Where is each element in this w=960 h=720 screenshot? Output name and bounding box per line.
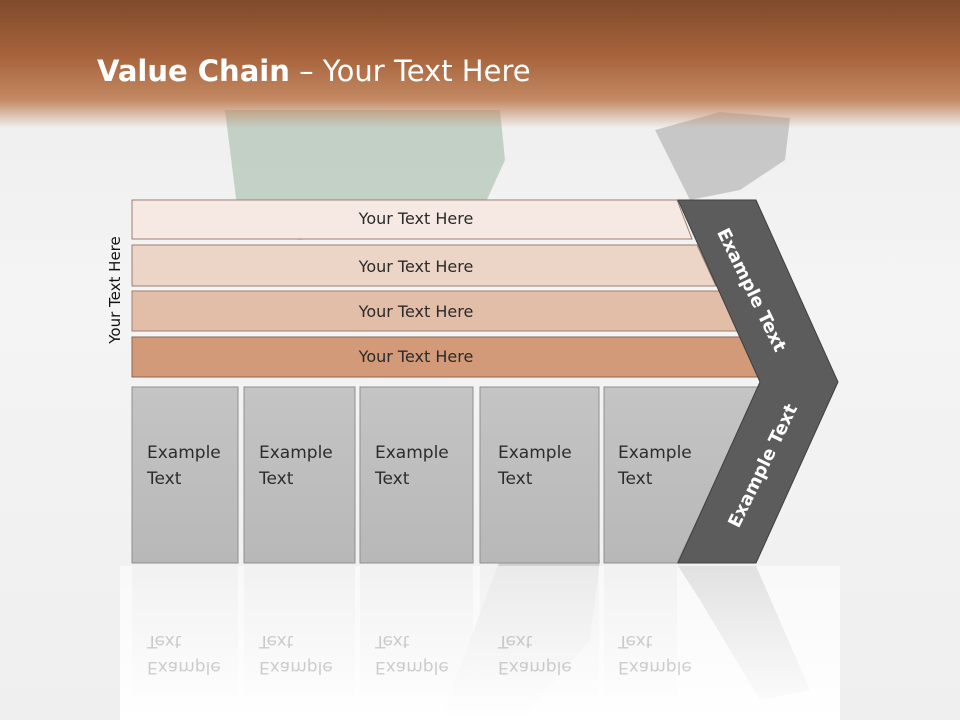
primary-box-2-label: Example Text — [259, 443, 333, 489]
support-bar-1 — [131, 199, 693, 240]
support-bar-1-label: Your Text Here — [358, 209, 474, 228]
primary-box-2-reflection: Example Text — [259, 631, 333, 677]
primary-box-4 — [479, 386, 600, 564]
support-bar-2 — [131, 244, 717, 287]
title-rest: – Your Text Here — [289, 54, 531, 88]
support-bar-3-label: Your Text Here — [358, 302, 474, 321]
title-bold: Value Chain — [97, 54, 290, 88]
ghost-arm — [655, 112, 790, 200]
primary-box-5-label: Example Text — [618, 443, 692, 489]
primary-box-1 — [131, 386, 239, 564]
primary-box-1-label: Example Text — [147, 443, 221, 489]
primary-box-5-reflection: Example Text — [618, 631, 692, 677]
primary-box-3-reflection: Example Text — [375, 631, 449, 677]
margin-chevron — [677, 199, 839, 564]
primary-box-3-label: Example Text — [375, 443, 449, 489]
support-bar-4-label: Your Text Here — [358, 347, 474, 366]
header-band — [0, 0, 960, 128]
primary-box-2 — [243, 386, 356, 564]
primary-box-3 — [359, 386, 474, 564]
reflection-fade — [120, 566, 840, 720]
primary-box-1-reflection: Example Text — [147, 631, 221, 677]
slide-title: Value Chain – Your Text Here — [97, 54, 531, 88]
primary-box-4-reflection: Example Text — [498, 631, 572, 677]
primary-box-4-label: Example Text — [498, 443, 572, 489]
support-bar-2-label: Your Text Here — [358, 257, 474, 276]
primary-box-5 — [603, 386, 761, 564]
